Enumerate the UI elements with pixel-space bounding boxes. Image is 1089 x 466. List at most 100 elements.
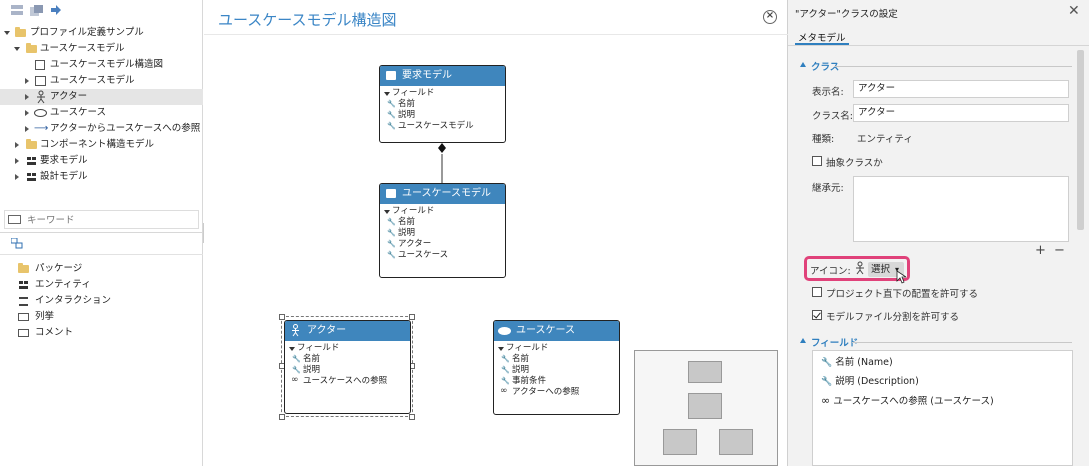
class-box-usecase[interactable]: ユースケース フィールド 名前 説明 事前条件 アクターへの参照 [493, 320, 620, 415]
keyboard-icon [8, 215, 21, 224]
remove-button[interactable]: − [1054, 243, 1065, 258]
tree-item-design-model[interactable]: 設計モデル [0, 169, 203, 185]
tree-item-actor[interactable]: アクター [0, 89, 203, 105]
field-list[interactable]: 🔧 名前 (Name) 🔧 説明 (Description) ∞ ユースケースへ… [812, 350, 1073, 466]
tree-item-component-model[interactable]: コンポーネント構造モデル [0, 137, 203, 153]
tree-item-label: ユースケース [50, 107, 107, 118]
entity-icon [386, 71, 396, 80]
chevron-right-icon[interactable] [25, 110, 29, 116]
display-name-label: 表示名: [812, 87, 844, 98]
minimap-node [663, 429, 697, 455]
class-name-field[interactable]: アクター [853, 104, 1069, 122]
class-header: アクター [285, 321, 410, 341]
class-header: ユースケース [494, 321, 619, 341]
list-item[interactable]: 🔧 名前 (Name) [821, 355, 893, 371]
arrow-right-icon: ⟶ [34, 123, 49, 134]
chevron-down-icon[interactable] [4, 31, 10, 35]
close-icon[interactable]: × [763, 10, 777, 24]
chevron-right-icon[interactable] [15, 158, 19, 164]
mouse-cursor-icon [896, 270, 908, 287]
class-header: 要求モデル [380, 66, 505, 86]
resize-handle[interactable] [279, 314, 285, 320]
sync-icon[interactable] [49, 5, 63, 16]
list-item-label: ユースケースへの参照 (ユースケース) [833, 396, 994, 407]
chevron-right-icon[interactable] [25, 78, 29, 84]
field-group: フィールド [289, 343, 410, 354]
folder-icon [26, 139, 37, 149]
minimap-node [688, 393, 722, 419]
add-button[interactable]: + [1035, 243, 1046, 258]
tree-item-requirement-model[interactable]: 要求モデル [0, 153, 203, 169]
icon-select-button[interactable]: 選択▾ [868, 262, 904, 277]
list-item[interactable]: 🔧 説明 (Description) [821, 374, 919, 390]
field-item: アクター [384, 239, 505, 250]
section-class-header[interactable]: クラス [800, 59, 840, 73]
palette-toggle-icon[interactable] [10, 237, 23, 252]
chevron-down-icon: ▾ [895, 265, 900, 274]
tree-item-label: ユースケースモデル構造図 [50, 59, 164, 70]
panel-title: "アクター"クラスの設定 [795, 9, 898, 20]
tree-item-reference[interactable]: ⟶ アクターからユースケースへの参照 [0, 121, 203, 137]
field-group: フィールド [384, 88, 505, 99]
copy-icon[interactable] [30, 5, 44, 16]
list-item-label: 名前 (Name) [835, 357, 893, 368]
usecase-icon [34, 109, 47, 117]
section-title: クラス [811, 62, 840, 73]
resize-handle[interactable] [279, 414, 285, 420]
abstract-label: 抽象クラスか [826, 158, 883, 169]
wrench-icon: 🔧 [821, 377, 833, 387]
palette-item-label: インタラクション [35, 295, 112, 306]
abstract-checkbox[interactable] [812, 156, 822, 166]
resize-handle[interactable] [409, 414, 415, 420]
inherit-list[interactable] [853, 176, 1069, 242]
class-box-requirement-model[interactable]: 要求モデル フィールド 名前 説明 ユースケースモデル [379, 65, 506, 143]
list-item[interactable]: ∞ ユースケースへの参照 (ユースケース) [821, 393, 994, 409]
resize-handle[interactable] [409, 314, 415, 320]
field-item: 名前 [384, 99, 505, 110]
divider [788, 45, 1089, 46]
wrench-icon: 🔧 [821, 358, 833, 368]
close-icon[interactable]: ✕ [1068, 3, 1080, 19]
list-item-label: 説明 (Description) [835, 376, 919, 387]
palette-item-label: 列挙 [35, 311, 55, 322]
chevron-right-icon[interactable] [25, 94, 29, 100]
link-icon: ∞ [821, 394, 831, 407]
section-title: フィールド [811, 338, 859, 349]
tree-item-usecase-model[interactable]: ユースケースモデル [0, 73, 203, 89]
project-explorer-panel: プロファイル定義サンプル ユースケースモデル ユースケースモデル構造図 ユースケ… [0, 0, 203, 466]
class-header: ユースケースモデル [380, 184, 505, 204]
field-item: 名前 [384, 217, 505, 228]
tree-item-usecase[interactable]: ユースケース [0, 105, 203, 121]
folder-icon [18, 263, 29, 273]
entity-icon [27, 173, 37, 181]
composition-connector[interactable] [436, 142, 448, 184]
tab-metamodel[interactable]: メタモデル [795, 27, 849, 45]
tree-item-usecase-diagram[interactable]: ユースケースモデル構造図 [0, 57, 203, 73]
minimap[interactable] [634, 350, 778, 466]
allow-split-checkbox[interactable] [812, 310, 822, 320]
section-field-header[interactable]: フィールド [800, 335, 859, 349]
search-input[interactable] [27, 213, 197, 227]
allow-split-label: モデルファイル分割を許可する [826, 312, 960, 323]
class-box-usecase-model[interactable]: ユースケースモデル フィールド 名前 説明 アクター ユースケース [379, 183, 506, 278]
tree-item-usecase-model-pkg[interactable]: ユースケースモデル [0, 41, 203, 57]
divider [834, 66, 1072, 67]
chevron-right-icon[interactable] [25, 126, 29, 132]
tree-item-profile[interactable]: プロファイル定義サンプル [0, 25, 203, 41]
chevron-right-icon[interactable] [15, 142, 19, 148]
actor-icon [36, 90, 46, 110]
usecase-icon [498, 327, 511, 335]
tree-item-label: 要求モデル [40, 155, 88, 166]
collapse-all-icon[interactable] [11, 5, 25, 16]
scrollbar[interactable] [1077, 50, 1084, 230]
allow-project-checkbox[interactable] [812, 287, 822, 297]
chevron-down-icon[interactable] [14, 47, 20, 51]
class-box-actor[interactable]: アクター フィールド 名前 説明 ユースケースへの参照 [284, 320, 411, 414]
class-name: ユースケース [516, 325, 575, 336]
tree-item-label: ユースケースモデル [50, 75, 135, 86]
keyword-search[interactable] [4, 210, 199, 229]
entity-icon [19, 281, 29, 289]
class-name: 要求モデル [402, 70, 452, 81]
chevron-right-icon[interactable] [15, 174, 19, 180]
display-name-field[interactable]: アクター [853, 80, 1069, 98]
